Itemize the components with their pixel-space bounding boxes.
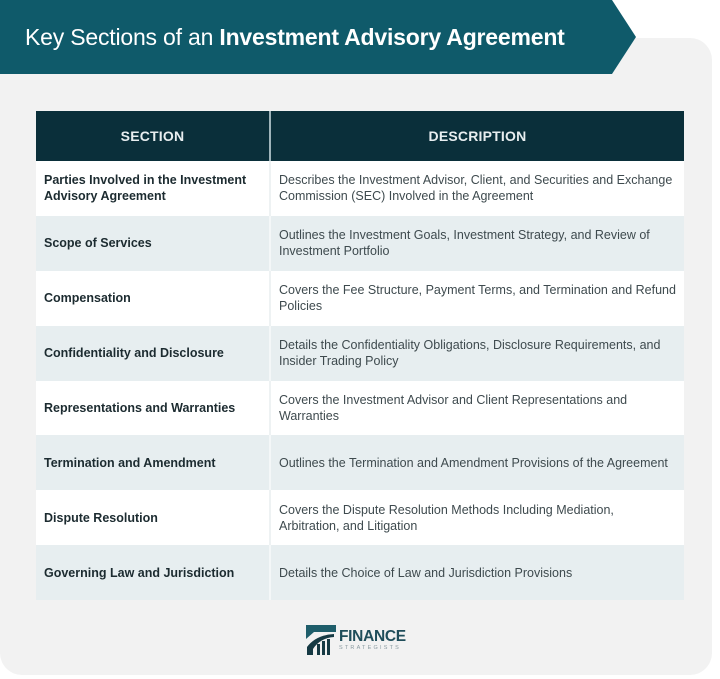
section-cell: Governing Law and Jurisdiction bbox=[44, 565, 235, 580]
table-row: Compensation Covers the Fee Structure, P… bbox=[36, 270, 684, 326]
description-cell: Outlines the Investment Goals, Investmen… bbox=[279, 228, 650, 259]
finance-strategists-logo: FINANCE STRATEGISTS bbox=[306, 624, 406, 656]
column-divider bbox=[269, 161, 271, 216]
table-row: Confidentiality and Disclosure Details t… bbox=[36, 325, 684, 381]
table-row: Scope of Services Outlines the Investmen… bbox=[36, 215, 684, 271]
column-divider bbox=[269, 380, 271, 436]
logo-wordmark: FINANCE bbox=[339, 627, 406, 645]
title-prefix: Key Sections of an bbox=[25, 24, 220, 50]
description-cell: Covers the Fee Structure, Payment Terms,… bbox=[279, 283, 676, 314]
section-cell: Dispute Resolution bbox=[44, 510, 158, 525]
column-divider bbox=[269, 325, 271, 381]
header-section: SECTION bbox=[120, 128, 185, 144]
logo-chart-icon bbox=[306, 625, 336, 655]
description-cell: Covers the Investment Advisor and Client… bbox=[279, 393, 628, 423]
page-title: Key Sections of an Investment Advisory A… bbox=[25, 0, 565, 74]
section-cell: Confidentiality and Disclosure bbox=[44, 346, 224, 361]
column-divider bbox=[269, 215, 271, 271]
title-emphasis: Investment Advisory Agreement bbox=[219, 24, 565, 50]
logo-subtitle: STRATEGISTS bbox=[339, 644, 401, 651]
description-cell: Describes the Investment Advisor, Client… bbox=[279, 173, 673, 204]
description-cell: Details the Choice of Law and Jurisdicti… bbox=[279, 565, 573, 580]
table-row: Dispute Resolution Covers the Dispute Re… bbox=[36, 490, 684, 546]
table-header: SECTION DESCRIPTION bbox=[36, 111, 684, 161]
column-divider bbox=[269, 490, 271, 546]
column-divider bbox=[269, 270, 271, 326]
description-cell: Covers the Dispute Resolution Methods In… bbox=[279, 502, 614, 533]
banner-arrow-shape bbox=[0, 0, 636, 74]
column-divider bbox=[269, 435, 271, 491]
sections-table: SECTION DESCRIPTION Parties Involved in … bbox=[36, 111, 684, 601]
description-cell: Outlines the Termination and Amendment P… bbox=[279, 455, 668, 470]
column-divider bbox=[269, 545, 271, 601]
section-cell: Scope of Services bbox=[44, 236, 152, 251]
table-row: Representations and Warranties Covers th… bbox=[36, 380, 684, 436]
section-cell: Parties Involved in the Investment Advis… bbox=[44, 173, 247, 204]
table-row: Termination and Amendment Outlines the T… bbox=[36, 435, 684, 491]
column-divider bbox=[269, 111, 271, 161]
section-cell: Compensation bbox=[44, 291, 131, 306]
header-description: DESCRIPTION bbox=[428, 128, 527, 144]
section-cell: Representations and Warranties bbox=[44, 401, 236, 415]
title-banner: Key Sections of an Investment Advisory A… bbox=[0, 0, 636, 74]
section-cell: Termination and Amendment bbox=[44, 455, 216, 470]
table-row: Parties Involved in the Investment Advis… bbox=[36, 161, 684, 216]
table-row: Governing Law and Jurisdiction Details t… bbox=[36, 545, 684, 601]
description-cell: Details the Confidentiality Obligations,… bbox=[279, 338, 661, 369]
